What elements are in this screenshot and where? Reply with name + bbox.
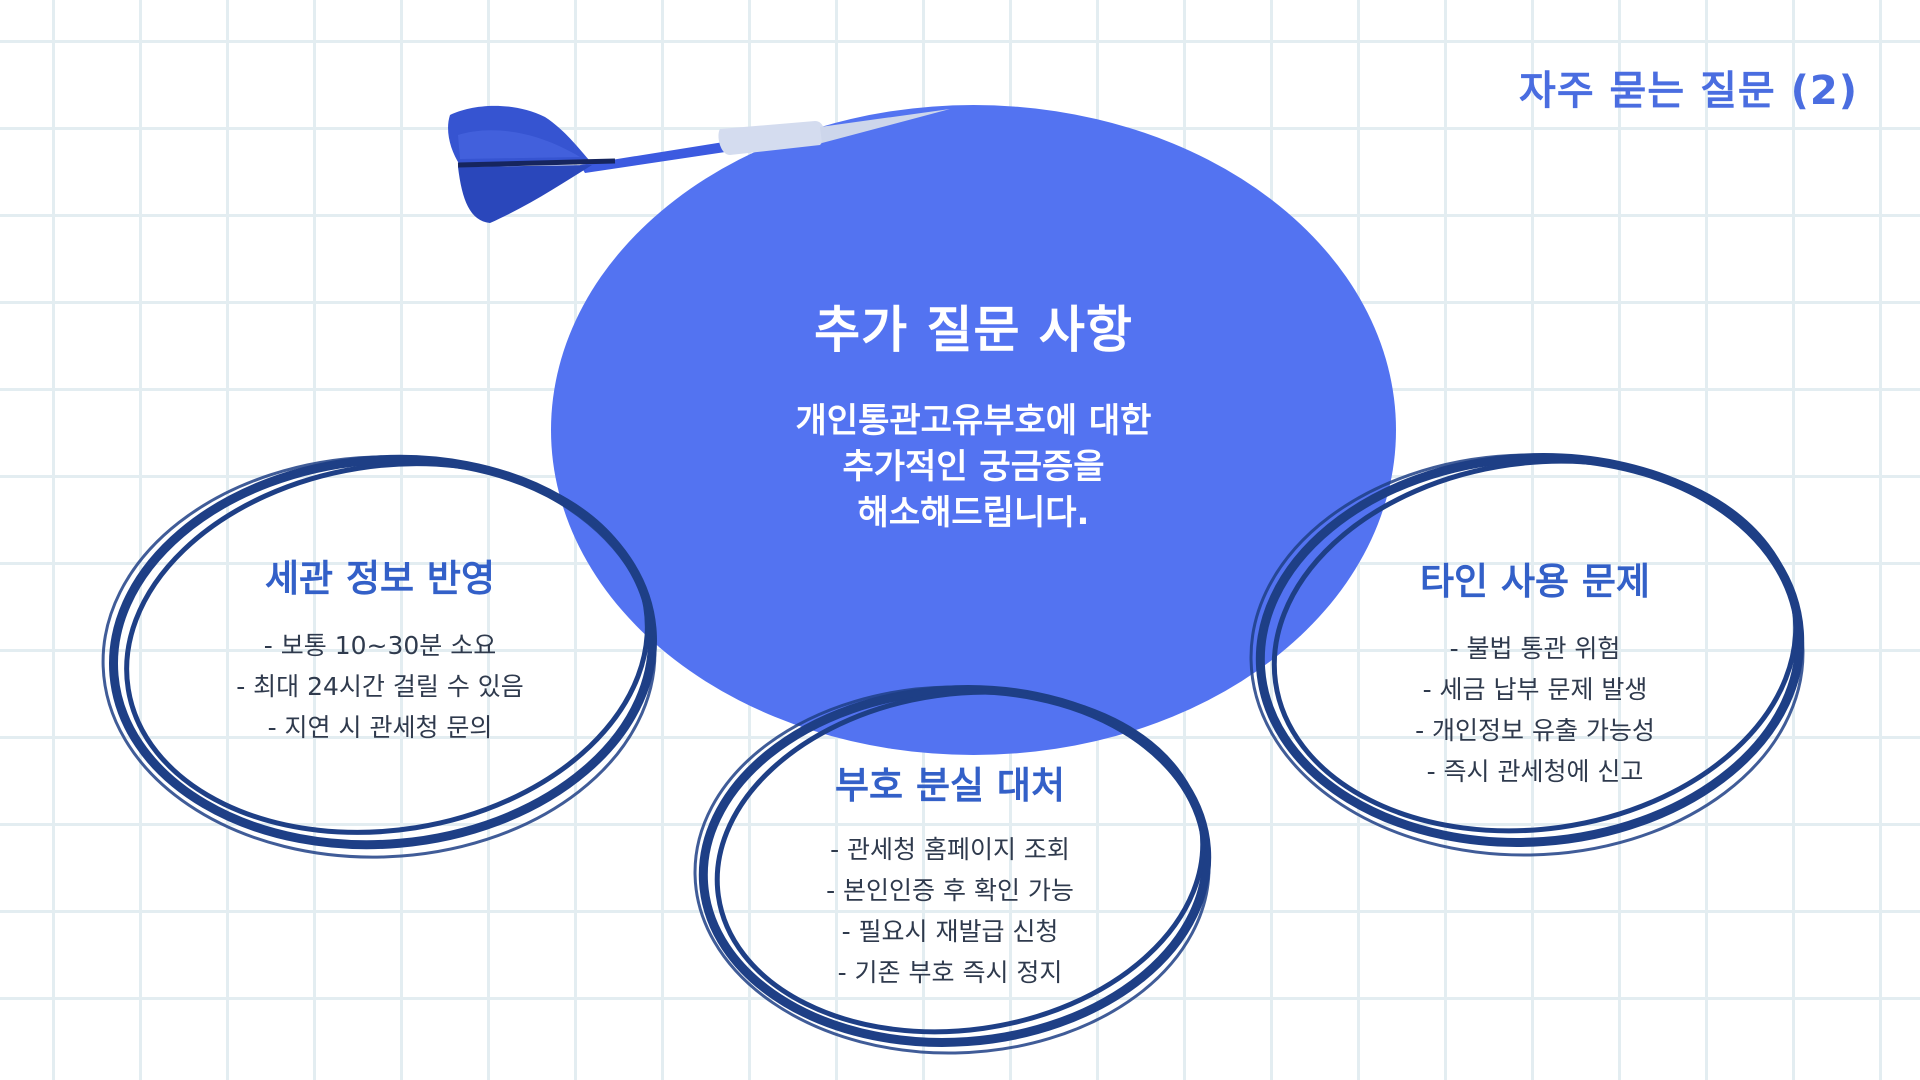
dart-icon [448, 105, 950, 223]
center-description-line: 개인통관고유부호에 대한 [795, 401, 1152, 441]
list-item: - 즉시 관세청에 신고 [1426, 757, 1644, 786]
center-description: 개인통관고유부호에 대한 추가적인 궁금증을 해소해드립니다. [551, 398, 1396, 536]
list-item: - 관세청 홈페이지 조회 [830, 835, 1070, 864]
list-item: - 본인인증 후 확인 가능 [826, 876, 1074, 905]
list-item: - 개인정보 유출 가능성 [1415, 716, 1655, 745]
bubble-item-list: - 보통 10~30분 소요 - 최대 24시간 걸릴 수 있음 - 지연 시 … [215, 625, 545, 748]
center-description-line: 해소해드립니다. [857, 493, 1090, 533]
list-item: - 기존 부호 즉시 정지 [837, 958, 1063, 987]
page-title: 자주 묻는 질문 (2) [1519, 68, 1858, 114]
list-item: - 불법 통관 위험 [1449, 634, 1621, 663]
list-item: - 최대 24시간 걸릴 수 있음 [236, 672, 524, 701]
bubble-item-list: - 불법 통관 위험 - 세금 납부 문제 발생 - 개인정보 유출 가능성 -… [1370, 628, 1700, 792]
bubble-item-list: - 관세청 홈페이지 조회 - 본인인증 후 확인 가능 - 필요시 재발급 신… [785, 829, 1115, 993]
bubble-title: 부호 분실 대처 [834, 764, 1065, 807]
center-description-line: 추가적인 궁금증을 [842, 447, 1105, 487]
bubble-title: 타인 사용 문제 [1419, 560, 1650, 603]
bubble-title: 세관 정보 반영 [264, 557, 495, 600]
list-item: - 지연 시 관세청 문의 [267, 713, 493, 742]
list-item: - 세금 납부 문제 발생 [1422, 675, 1648, 704]
list-item: - 필요시 재발급 신청 [841, 917, 1059, 946]
list-item: - 보통 10~30분 소요 [263, 631, 497, 660]
bubble-lost-code: 부호 분실 대처 - 관세청 홈페이지 조회 - 본인인증 후 확인 가능 - … [785, 755, 1115, 993]
bubble-misuse-problem: 타인 사용 문제 - 불법 통관 위험 - 세금 납부 문제 발생 - 개인정보… [1370, 551, 1700, 792]
bubble-customs-info: 세관 정보 반영 - 보통 10~30분 소요 - 최대 24시간 걸릴 수 있… [215, 548, 545, 748]
center-title: 추가 질문 사항 [814, 301, 1133, 359]
